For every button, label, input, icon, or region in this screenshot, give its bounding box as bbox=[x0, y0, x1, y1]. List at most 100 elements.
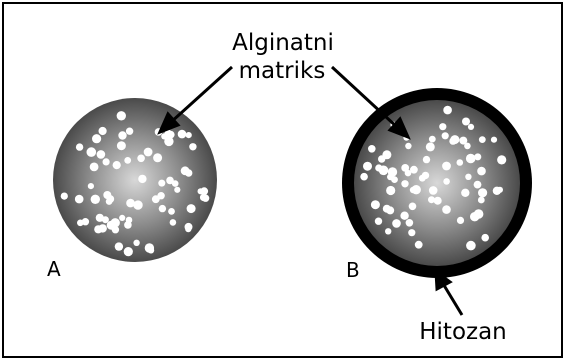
particle bbox=[117, 141, 126, 150]
particle bbox=[368, 145, 376, 153]
particle bbox=[401, 180, 408, 187]
particle bbox=[103, 191, 111, 199]
particle bbox=[434, 197, 442, 205]
particle bbox=[442, 162, 451, 171]
particle bbox=[126, 217, 133, 224]
particle bbox=[385, 228, 391, 234]
particle bbox=[491, 137, 497, 143]
particle bbox=[152, 195, 160, 203]
particle bbox=[76, 143, 83, 150]
particle bbox=[410, 187, 416, 193]
particle bbox=[99, 224, 107, 232]
particle bbox=[102, 216, 109, 223]
particle bbox=[161, 133, 167, 139]
particle bbox=[443, 106, 452, 115]
bead-b bbox=[342, 88, 532, 278]
particle bbox=[158, 180, 165, 187]
particle bbox=[478, 188, 487, 197]
particle bbox=[405, 170, 412, 177]
particle bbox=[429, 186, 438, 195]
particle bbox=[153, 153, 162, 162]
particle bbox=[82, 218, 89, 225]
particle bbox=[375, 218, 382, 225]
particle bbox=[111, 218, 120, 227]
arrow-matrix-a bbox=[160, 67, 232, 132]
particle bbox=[126, 199, 135, 208]
bead-a bbox=[53, 98, 217, 262]
particle bbox=[90, 163, 99, 172]
particle bbox=[137, 155, 145, 163]
particle bbox=[474, 181, 482, 189]
particle bbox=[386, 186, 395, 195]
label-bead-b: B bbox=[346, 258, 360, 282]
particle bbox=[457, 217, 464, 224]
particle bbox=[439, 123, 446, 130]
label-alginate-matrix-line1: Alginatni bbox=[232, 30, 334, 56]
particle bbox=[148, 247, 154, 253]
particle bbox=[405, 143, 411, 149]
particle bbox=[118, 131, 126, 139]
particle bbox=[388, 167, 397, 176]
particle bbox=[442, 205, 451, 214]
particle bbox=[113, 161, 121, 169]
particle bbox=[185, 169, 192, 176]
particle bbox=[474, 153, 481, 160]
particle bbox=[99, 127, 107, 135]
particle bbox=[468, 124, 474, 130]
particle bbox=[174, 187, 180, 193]
particle bbox=[360, 173, 368, 181]
particle bbox=[144, 148, 153, 157]
particle bbox=[178, 130, 187, 139]
particle bbox=[91, 195, 100, 204]
particle bbox=[457, 159, 464, 166]
particle bbox=[186, 132, 192, 138]
particle bbox=[470, 212, 479, 221]
particle bbox=[429, 136, 436, 143]
particle bbox=[185, 223, 193, 231]
particle bbox=[406, 219, 414, 227]
particle bbox=[428, 196, 435, 203]
particle bbox=[187, 204, 196, 213]
particle bbox=[497, 155, 506, 164]
particle bbox=[465, 174, 471, 180]
particle bbox=[479, 136, 486, 143]
particle bbox=[189, 143, 196, 150]
particle bbox=[400, 212, 408, 220]
label-alginate-matrix-line2: matriks bbox=[239, 58, 326, 84]
particle bbox=[481, 234, 489, 242]
particle bbox=[88, 183, 94, 189]
particle bbox=[493, 187, 501, 195]
particle bbox=[119, 215, 125, 221]
particle bbox=[75, 195, 84, 204]
particle bbox=[159, 205, 166, 212]
bead-a-matrix bbox=[53, 98, 217, 262]
label-bead-a: A bbox=[47, 257, 61, 281]
particle bbox=[375, 164, 382, 171]
particle bbox=[426, 142, 435, 151]
particle bbox=[464, 143, 471, 150]
particle bbox=[461, 189, 469, 197]
particle bbox=[103, 158, 110, 165]
particle bbox=[106, 198, 113, 205]
particle bbox=[478, 197, 485, 204]
particle bbox=[133, 200, 142, 209]
particle bbox=[378, 155, 385, 162]
label-chitosan: Hitozan bbox=[419, 319, 507, 345]
particle bbox=[87, 147, 97, 157]
particle bbox=[466, 154, 476, 164]
particle bbox=[172, 180, 179, 187]
particle bbox=[462, 118, 470, 126]
particle bbox=[415, 241, 423, 249]
particle bbox=[466, 241, 476, 251]
particle bbox=[61, 193, 68, 200]
particle bbox=[443, 178, 450, 185]
particle bbox=[383, 205, 391, 213]
particle bbox=[124, 157, 131, 164]
particle bbox=[392, 219, 401, 228]
particle bbox=[200, 187, 208, 195]
particle bbox=[363, 162, 372, 171]
particle bbox=[391, 176, 398, 183]
particle bbox=[168, 208, 175, 215]
particle bbox=[133, 240, 139, 246]
